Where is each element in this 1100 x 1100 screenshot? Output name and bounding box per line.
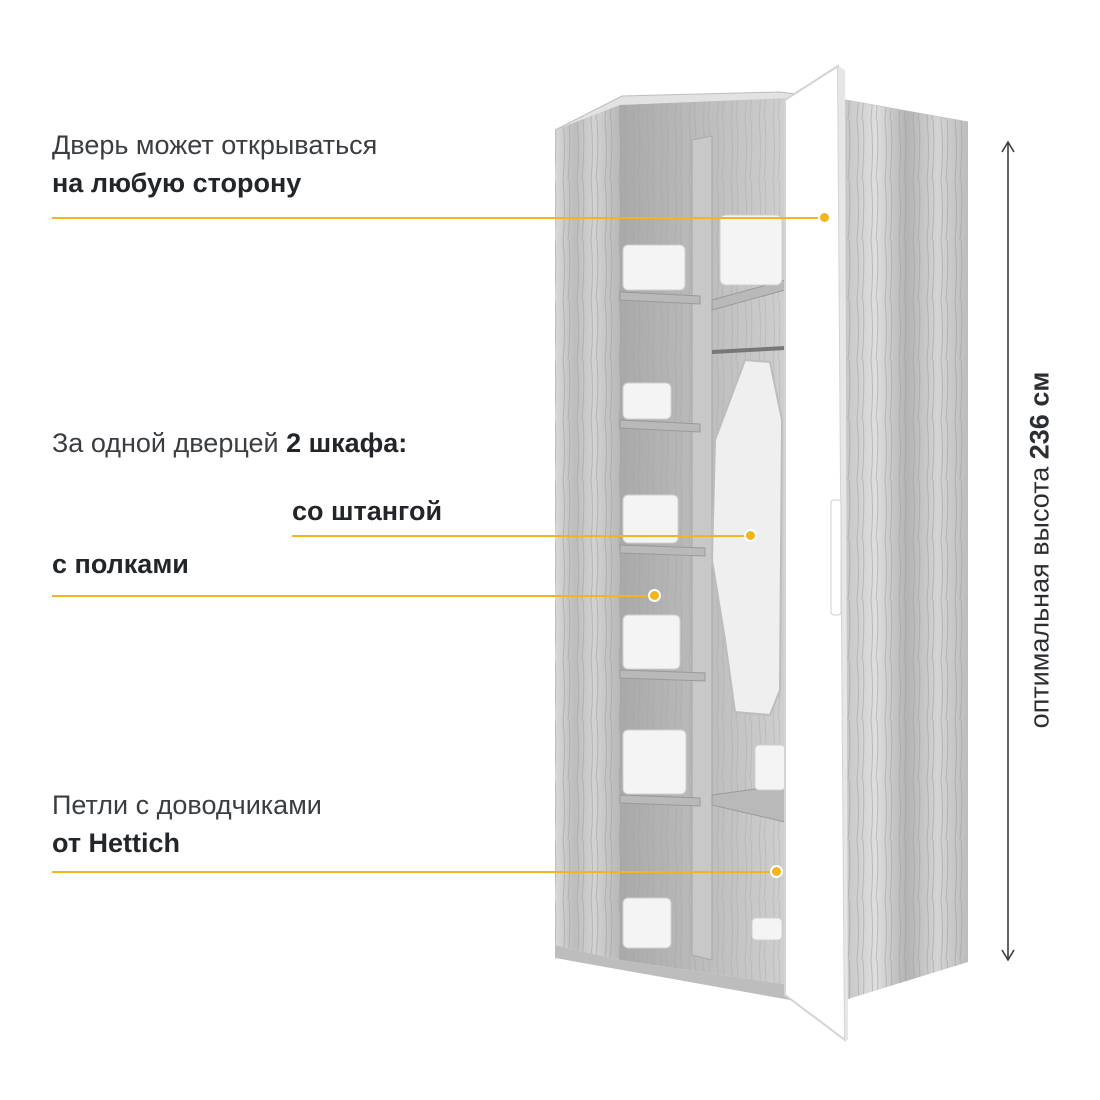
left-compartment-shelves xyxy=(619,291,706,807)
door-handle xyxy=(830,499,842,616)
folded-clothes xyxy=(622,214,786,949)
callout-door: Дверь может открываться на любую сторону xyxy=(52,126,377,202)
leader-line-shelves xyxy=(52,595,654,597)
wardrobe-left-side xyxy=(555,105,620,960)
callout-hinges-line2: от Hettich xyxy=(52,828,181,858)
callout-shelves-text: с полками xyxy=(52,549,189,579)
callout-two-cabinets-bold: 2 шкафа: xyxy=(286,428,408,458)
height-dimension-label: оптимальная высота 236 см xyxy=(1025,372,1056,729)
callout-rod-text: со штангой xyxy=(292,496,443,526)
callout-two-cabinets-pre: За одной дверцей xyxy=(52,428,287,458)
hanging-rod xyxy=(711,346,786,354)
callout-hinges-line1: Петли с доводчиками xyxy=(52,790,322,820)
callout-two-cabinets: За одной дверцей 2 шкафа: xyxy=(52,424,407,462)
leader-line-rod xyxy=(292,535,750,537)
open-door xyxy=(784,64,848,1043)
double-arrow-vertical-icon xyxy=(1001,140,1015,962)
callout-shelves: с полками xyxy=(52,545,189,583)
leader-dot-hinges xyxy=(772,867,781,876)
wardrobe-right-side xyxy=(845,100,968,1000)
callout-rod: со штангой xyxy=(292,492,442,530)
leader-dot-door xyxy=(820,213,829,222)
callout-door-line1: Дверь может открываться xyxy=(52,130,378,160)
leader-dot-shelves xyxy=(650,591,659,600)
callout-hinges: Петли с доводчиками от Hettich xyxy=(52,786,322,862)
leader-line-door xyxy=(52,217,824,219)
leader-dot-rod xyxy=(746,531,755,540)
height-dimension-text: оптимальная высота xyxy=(1024,459,1055,729)
height-dimension-value: 236 см xyxy=(1024,371,1055,460)
callout-door-line2: на любую сторону xyxy=(52,168,302,198)
leader-line-hinges xyxy=(52,871,776,873)
